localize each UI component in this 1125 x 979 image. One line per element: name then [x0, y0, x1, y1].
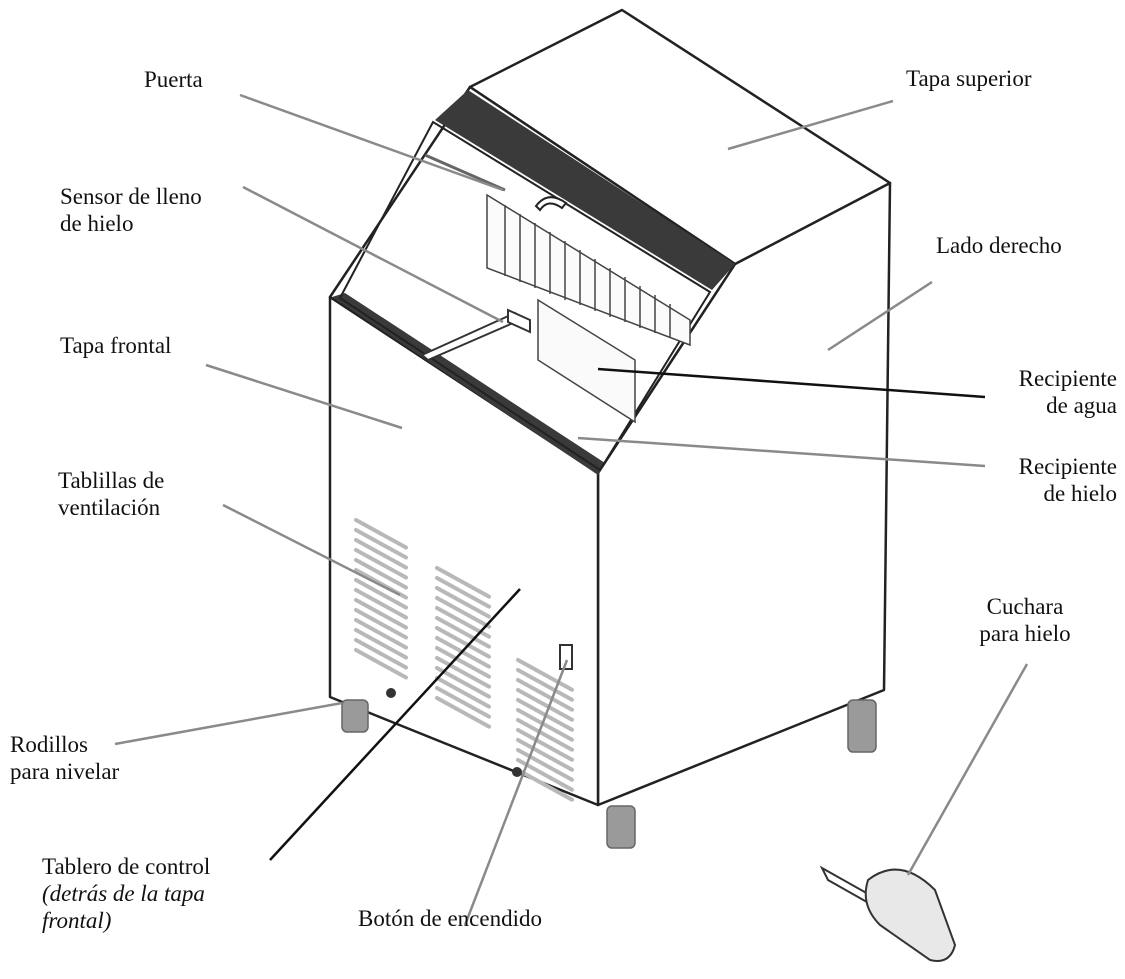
- label-tapa-superior: Tapa superior: [906, 66, 1032, 91]
- ice-sensor-arm: [420, 308, 531, 362]
- leader-tablero: [269, 588, 521, 861]
- vent-slat: [354, 518, 408, 550]
- vent-slat: [354, 618, 408, 650]
- vent-slat: [354, 628, 408, 660]
- label-rodillos-line1: Rodillos: [10, 732, 88, 757]
- label-sensor-line2: de hielo: [60, 211, 134, 236]
- vent-slat: [354, 578, 408, 610]
- screw-right: [512, 767, 522, 777]
- door-rod: [424, 153, 506, 192]
- vent-slat: [516, 728, 574, 762]
- label-recipiente-agua-line2: de agua: [1046, 393, 1117, 418]
- label-tablero-line1: Tablero de control: [42, 854, 211, 879]
- leader-lines: [114, 93, 1029, 926]
- screw-left: [386, 688, 396, 698]
- label-cuchara-line1: Cuchara: [986, 594, 1064, 619]
- vent-slat: [435, 646, 491, 679]
- door-top-band: [435, 90, 735, 290]
- vent-slat: [354, 648, 408, 680]
- vent-slat: [354, 588, 408, 620]
- label-recipiente-agua: Recipiente de agua: [974, 365, 1117, 419]
- vent-slat: [516, 748, 574, 782]
- vent-slat: [435, 696, 491, 729]
- label-rodillos-line2: para nivelar: [10, 759, 120, 784]
- label-sensor-line1: Sensor de lleno: [60, 184, 202, 209]
- vent-slat: [516, 658, 574, 692]
- door-inner-frame: [338, 120, 712, 472]
- vent-slats-left: [354, 518, 408, 680]
- vent-slat: [435, 666, 491, 699]
- vent-slat: [354, 528, 408, 560]
- vent-slat: [516, 738, 574, 772]
- label-recipiente-hielo: Recipiente de hielo: [974, 453, 1117, 507]
- label-tablero-line2: (detrás de la tapa: [42, 881, 205, 906]
- vent-slat: [516, 678, 574, 712]
- leader-tablillas: [222, 503, 401, 597]
- leader-boton: [463, 659, 569, 926]
- label-tablillas: Tablillas de ventilación: [58, 467, 164, 521]
- vent-slat: [435, 626, 491, 659]
- vent-slat: [354, 538, 408, 570]
- vent-slat: [435, 596, 491, 629]
- label-tapa-frontal: Tapa frontal: [60, 333, 172, 358]
- vent-slat: [354, 548, 408, 580]
- door-handle: [534, 196, 568, 212]
- leader-recipiente-hielo: [577, 436, 986, 468]
- label-tablero-line3: frontal): [42, 908, 112, 933]
- vent-slat: [435, 576, 491, 609]
- vent-slat: [516, 768, 574, 802]
- label-recipiente-hielo-line2: de hielo: [1043, 481, 1117, 506]
- vent-slat: [354, 638, 408, 670]
- label-rodillos: Rodillos para nivelar: [10, 731, 119, 785]
- label-tablero: Tablero de control (detrás de la tapa fr…: [42, 853, 210, 934]
- power-button: [559, 644, 573, 670]
- leader-puerta: [239, 93, 504, 192]
- leader-recipiente-agua: [597, 367, 986, 399]
- vent-slat: [435, 686, 491, 719]
- vent-slat: [516, 708, 574, 742]
- leader-tapa-frontal: [205, 363, 403, 430]
- vent-slat: [435, 616, 491, 649]
- leader-sensor: [242, 185, 504, 324]
- vent-slat: [435, 586, 491, 619]
- label-cuchara: Cuchara para hielo: [955, 593, 1095, 647]
- vent-slat: [354, 558, 408, 590]
- label-recipiente-agua-line1: Recipiente: [1018, 366, 1117, 391]
- vent-slat: [354, 598, 408, 630]
- label-tablillas-line1: Tablillas de: [58, 468, 165, 493]
- vent-slat: [435, 566, 491, 599]
- vent-slat: [354, 608, 408, 640]
- leader-lado-derecho: [827, 280, 933, 352]
- label-cuchara-line2: para hielo: [979, 621, 1071, 646]
- vent-slat: [516, 718, 574, 752]
- leveling-feet: [341, 699, 877, 849]
- leader-cuchara: [906, 663, 1029, 876]
- leader-rodillos: [114, 701, 343, 746]
- vent-slat: [435, 676, 491, 709]
- label-recipiente-hielo-line1: Recipiente: [1018, 454, 1117, 479]
- label-tablillas-line2: ventilación: [58, 495, 161, 520]
- label-sensor: Sensor de lleno de hielo: [60, 183, 202, 237]
- ice-scoop: [819, 865, 957, 962]
- ice-maker-cabinet: [328, 8, 892, 807]
- vent-slat: [516, 668, 574, 702]
- vent-slat: [516, 688, 574, 722]
- evaporator-fins: [486, 193, 691, 347]
- water-reservoir: [537, 298, 636, 424]
- vent-slats-middle: [435, 566, 491, 729]
- label-puerta: Puerta: [144, 67, 203, 92]
- label-lado-derecho: Lado derecho: [936, 233, 1062, 258]
- label-boton: Botón de encendido: [358, 906, 542, 931]
- leader-tapa-superior: [727, 99, 894, 151]
- vent-slat: [435, 656, 491, 689]
